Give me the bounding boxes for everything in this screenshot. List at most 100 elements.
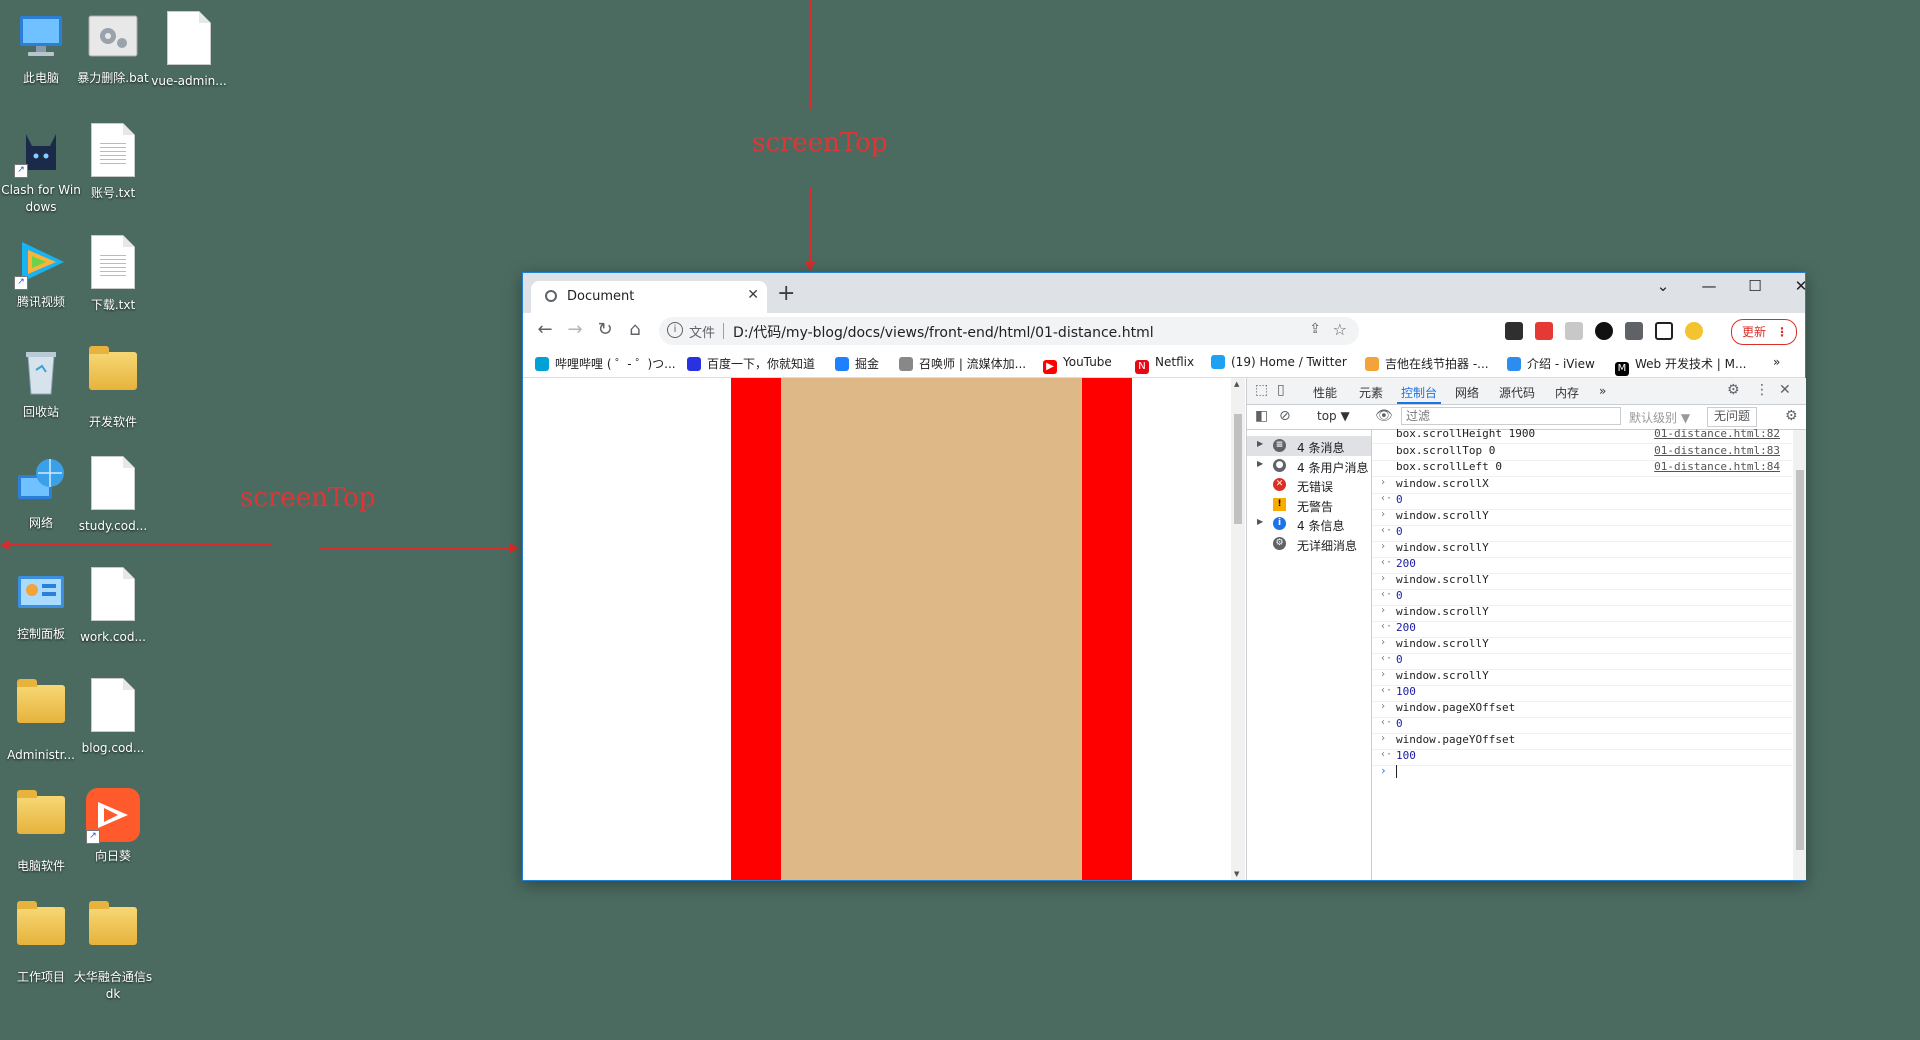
- more-options-icon[interactable]: ⋮: [1755, 382, 1769, 398]
- sidebar-toggle-icon[interactable]: ◧: [1255, 408, 1269, 424]
- devtools-tab-console[interactable]: 控制台: [1396, 386, 1442, 404]
- devtools-tab[interactable]: 内存: [1555, 386, 1580, 400]
- extension-icon-3[interactable]: [1565, 322, 1583, 340]
- log-levels-dropdown[interactable]: 默认级别 ▼: [1629, 411, 1691, 425]
- bookmark-item[interactable]: (19) Home / Twitter: [1211, 355, 1347, 369]
- expand-triangle-icon[interactable]: ▶: [1257, 517, 1264, 526]
- devtools-more-tabs[interactable]: »: [1599, 384, 1607, 398]
- console-filter-input[interactable]: 过滤: [1401, 407, 1621, 425]
- eye-icon[interactable]: 👁: [1375, 408, 1393, 424]
- folder-icon: [89, 346, 137, 390]
- desktop-icon-blog-code[interactable]: blog.cod...: [72, 675, 154, 757]
- maximize-button[interactable]: ☐: [1748, 277, 1762, 295]
- tab-document[interactable]: Document ✕: [531, 281, 767, 313]
- desktop-icon-clash[interactable]: ↗ Clash for Windows: [0, 120, 82, 216]
- page-viewport[interactable]: ▲ ▼: [523, 378, 1253, 880]
- sidebar-filter-row[interactable]: ⚙无详细消息: [1247, 534, 1371, 554]
- sidebar-filter-row[interactable]: !无警告: [1247, 495, 1371, 515]
- desktop-icon-dev-software[interactable]: 开发软件: [72, 342, 154, 431]
- share-icon[interactable]: ⇪: [1309, 321, 1321, 337]
- extension-icon-1[interactable]: [1505, 322, 1523, 340]
- desktop-icon-tencent-video[interactable]: ↗ 腾讯视频: [0, 232, 82, 311]
- forward-button[interactable]: →: [567, 319, 583, 340]
- close-devtools-icon[interactable]: ✕: [1779, 382, 1791, 398]
- console-scrollbar[interactable]: [1793, 430, 1806, 880]
- puzzle-icon[interactable]: [1625, 322, 1643, 340]
- context-selector[interactable]: top ▼: [1317, 409, 1350, 423]
- info-icon[interactable]: i: [667, 322, 683, 338]
- bookmarks-more-button[interactable]: »: [1773, 355, 1781, 369]
- profile-avatar-icon[interactable]: [1685, 322, 1703, 340]
- desktop-icon-dahua-sdk[interactable]: 大华融合通信sdk: [72, 897, 154, 1003]
- desktop-icon-recycle-bin[interactable]: 回收站: [0, 342, 82, 421]
- minimize-button[interactable]: —: [1701, 277, 1717, 295]
- console-source-link[interactable]: 01-distance.html:83: [1654, 443, 1780, 457]
- desktop-icon-sunflower[interactable]: ↗ 向日葵: [72, 786, 154, 865]
- desktop-icon-vue-admin[interactable]: vue-admin...: [148, 8, 230, 90]
- new-tab-button[interactable]: +: [777, 281, 796, 306]
- address-url[interactable]: D:/代码/my-blog/docs/views/front-end/html/…: [733, 325, 1154, 341]
- home-button[interactable]: ⌂: [629, 319, 641, 340]
- back-button[interactable]: ←: [537, 319, 553, 340]
- bookmark-item[interactable]: 哔哩哔哩 ( ゜- ゜)つ...: [535, 355, 676, 372]
- address-bar[interactable]: i 文件 D:/代码/my-blog/docs/views/front-end/…: [659, 317, 1359, 345]
- desktop-icon-account-txt[interactable]: 账号.txt: [72, 120, 154, 202]
- sidebar-filter-row[interactable]: ▶≡4 条消息: [1247, 436, 1371, 456]
- desktop-icon-work-code[interactable]: work.cod...: [72, 564, 154, 646]
- bookmark-item[interactable]: ▶YouTube: [1043, 355, 1112, 374]
- close-tab-icon[interactable]: ✕: [747, 287, 759, 303]
- devtools-tab[interactable]: 性能: [1313, 386, 1338, 400]
- sidebar-filter-row[interactable]: ▶●4 条用户消息: [1247, 456, 1371, 476]
- side-panel-icon[interactable]: [1655, 322, 1673, 340]
- scrollbar-thumb[interactable]: [1234, 414, 1242, 524]
- desktop-icon-download-txt[interactable]: 下载.txt: [72, 232, 154, 314]
- desktop-icon-administrator[interactable]: Administr...: [0, 675, 82, 764]
- page-scrollbar[interactable]: ▲ ▼: [1231, 378, 1245, 880]
- reload-button[interactable]: ↻: [597, 319, 613, 340]
- console-source-link[interactable]: 01-distance.html:82: [1654, 427, 1780, 440]
- scroll-up-icon[interactable]: ▲: [1234, 380, 1240, 388]
- desktop-icon-pc-software[interactable]: 电脑软件: [0, 786, 82, 875]
- devtools-tab[interactable]: 网络: [1455, 386, 1480, 400]
- bookmark-item[interactable]: 介绍 - iView: [1507, 355, 1595, 372]
- desktop-icon-study-code[interactable]: study.cod...: [72, 453, 154, 535]
- clear-console-icon[interactable]: ⊘: [1279, 408, 1291, 424]
- settings-gear-icon[interactable]: ⚙: [1727, 382, 1740, 398]
- desktop-icon-control-panel[interactable]: 控制面板: [0, 564, 82, 643]
- desktop-icon-label: 大华融合通信sdk: [73, 970, 153, 1001]
- bookmark-item[interactable]: 吉他在线节拍器 -...: [1365, 355, 1489, 372]
- bookmark-item[interactable]: 百度一下，你就知道: [687, 355, 815, 372]
- console-prompt-icon[interactable]: ›: [1380, 763, 1387, 777]
- desktop-icon-this-pc[interactable]: 此电脑: [0, 8, 82, 87]
- expand-triangle-icon[interactable]: ▶: [1257, 439, 1264, 448]
- desktop-icon-bat[interactable]: 暴力删除.bat: [72, 8, 154, 87]
- issues-button[interactable]: 无问题: [1707, 407, 1758, 427]
- scrollbar-thumb[interactable]: [1796, 470, 1804, 850]
- console-input-caret[interactable]: [1396, 764, 1397, 778]
- bookmark-item[interactable]: 召唤师 | 流媒体加...: [899, 355, 1026, 372]
- extension-icon-2[interactable]: [1535, 322, 1553, 340]
- tab-search-icon[interactable]: ⌄: [1656, 277, 1670, 295]
- scroll-down-icon[interactable]: ▼: [1234, 870, 1240, 878]
- update-button[interactable]: 更新 ⋮: [1731, 319, 1797, 345]
- device-toolbar-icon[interactable]: ▯: [1277, 382, 1285, 398]
- devtools-tab[interactable]: 元素: [1359, 386, 1384, 400]
- desktop-icon-network[interactable]: 网络: [0, 453, 82, 532]
- desktop-icon-work-projects[interactable]: 工作项目: [0, 897, 82, 986]
- annotation-vertical-line-bottom: [809, 188, 811, 264]
- console-source-link[interactable]: 01-distance.html:84: [1654, 460, 1780, 473]
- extension-icon-4[interactable]: [1595, 322, 1613, 340]
- bookmark-item[interactable]: 掘金: [835, 355, 879, 372]
- console-settings-icon[interactable]: ⚙: [1785, 408, 1798, 424]
- inspect-element-icon[interactable]: ⬚: [1255, 382, 1269, 398]
- close-window-button[interactable]: ✕: [1794, 277, 1808, 295]
- sidebar-filter-row[interactable]: ✕无错误: [1247, 475, 1371, 495]
- expand-triangle-icon[interactable]: ▶: [1257, 458, 1264, 468]
- bookmark-star-icon[interactable]: ☆: [1332, 320, 1347, 339]
- devtools-tab[interactable]: 源代码: [1499, 386, 1536, 400]
